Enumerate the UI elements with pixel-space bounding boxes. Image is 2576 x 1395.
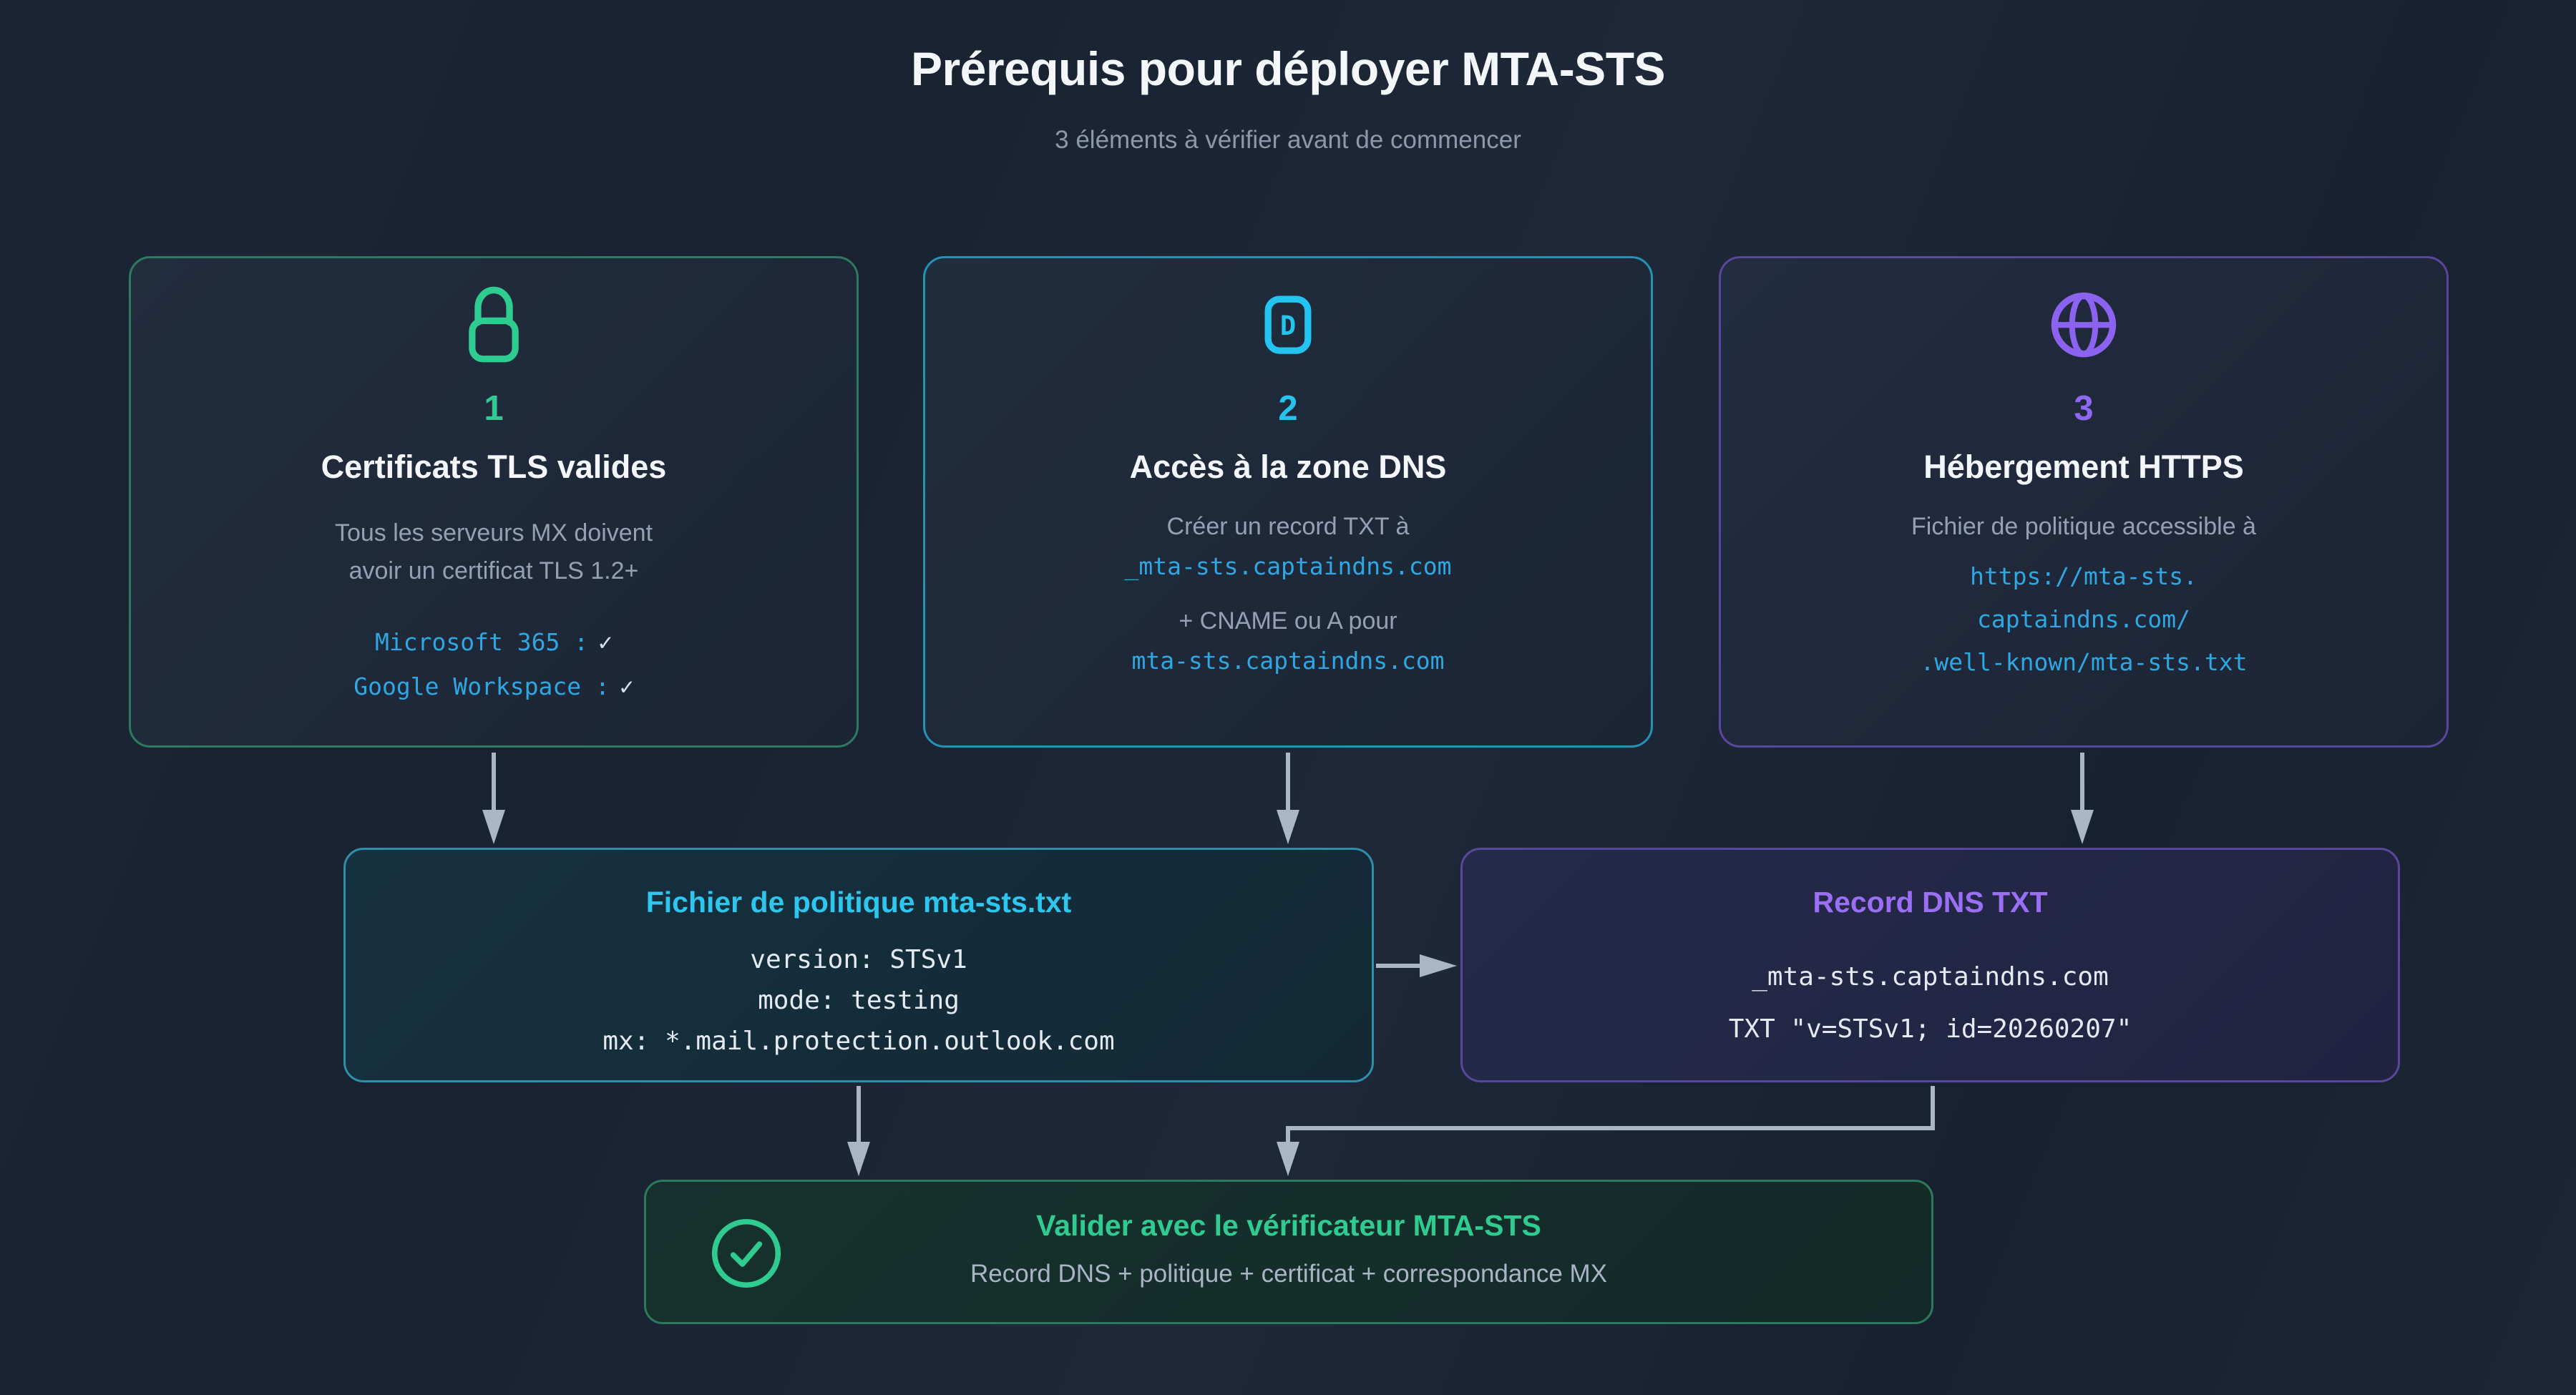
card-https-hosting: 3 Hébergement HTTPS Fichier de politique… — [1719, 256, 2449, 748]
code-line: https://mta-sts. — [1970, 562, 2197, 590]
card-code-block: Microsoft 365 : ✓ Google Workspace : ✓ — [353, 620, 634, 709]
page-title: Prérequis pour déployer MTA-STS — [910, 42, 1666, 95]
dns-icon: D — [1246, 283, 1330, 366]
code-line: .well-known/mta-sts.txt — [1920, 648, 2248, 676]
code-line: captaindns.com/ — [1976, 605, 2190, 633]
code-line: TXT "v=STSv1; id=20260207" — [1728, 1014, 2132, 1044]
card-dns-access: D 2 Accès à la zone DNS Créer un record … — [923, 256, 1653, 748]
card-title: Certificats TLS valides — [321, 449, 667, 485]
lock-icon — [452, 283, 535, 366]
check-glyph: ✓ — [598, 628, 613, 656]
diagram-header: Prérequis pour déployer MTA-STS 3 élémen… — [0, 41, 2576, 155]
card-number: 2 — [1278, 389, 1298, 428]
arrowhead — [847, 1142, 870, 1176]
validation-title: Valider avec le vérificateur MTA-STS — [1036, 1209, 1541, 1242]
card-number: 1 — [484, 389, 504, 428]
arrowhead — [482, 810, 505, 844]
arrowhead — [2071, 810, 2094, 844]
check-circle-icon — [708, 1215, 785, 1296]
arrowhead — [1277, 1142, 1299, 1176]
check-glyph: ✓ — [619, 672, 634, 700]
svg-text:D: D — [1280, 310, 1296, 341]
card-title: Hébergement HTTPS — [1923, 449, 2244, 485]
card-tls-certificates: 1 Certificats TLS valides Tous les serve… — [129, 256, 859, 748]
policy-file-box: Fichier de politique mta-sts.txt version… — [343, 848, 1374, 1082]
code-line: mx: *.mail.protection.outlook.com — [602, 1027, 1115, 1056]
code-line: mta-sts.captaindns.com — [1131, 647, 1445, 675]
arrow-record-to-validation — [1286, 1086, 1935, 1145]
code-line: Google Workspace : ✓ — [353, 665, 634, 709]
card-description: Tous les serveurs MX doivent avoir un ce… — [335, 514, 653, 590]
arrowhead — [1420, 954, 1457, 977]
card-description-line: avoir un certificat TLS 1.2+ — [348, 557, 639, 584]
code-line: mode: testing — [758, 986, 960, 1015]
page-subtitle: 3 éléments à vérifier avant de commencer — [1055, 126, 1521, 154]
code-line: _mta-sts.captaindns.com — [1124, 552, 1452, 580]
code-label: Microsoft 365 : — [375, 628, 589, 656]
card-number: 3 — [2074, 389, 2094, 428]
validation-subtitle: Record DNS + politique + certificat + co… — [970, 1260, 1608, 1288]
globe-icon — [2042, 283, 2125, 366]
dns-txt-record-box: Record DNS TXT _mta-sts.captaindns.com T… — [1460, 848, 2400, 1082]
code-label: Google Workspace : — [353, 672, 610, 700]
card-title: Accès à la zone DNS — [1129, 449, 1447, 485]
policy-box-title: Fichier de politique mta-sts.txt — [645, 886, 1072, 919]
card-description-line: + CNAME ou A pour — [1179, 607, 1397, 635]
arrowhead — [1277, 810, 1299, 844]
card-code-block: https://mta-sts. captaindns.com/ .well-k… — [1921, 555, 2248, 684]
record-box-title: Record DNS TXT — [1813, 886, 2048, 919]
code-line: _mta-sts.captaindns.com — [1752, 962, 2109, 992]
card-description-line: Tous les serveurs MX doivent — [334, 519, 653, 547]
validation-box: Valider avec le vérificateur MTA-STS Rec… — [644, 1180, 1933, 1324]
code-line: Microsoft 365 : ✓ — [353, 620, 634, 665]
code-line: version: STSv1 — [750, 945, 967, 974]
card-description-line: Créer un record TXT à — [1166, 513, 1410, 540]
policy-code-block: version: STSv1 mode: testing mx: *.mail.… — [346, 939, 1372, 1062]
card-description-line: Fichier de politique accessible à — [1911, 513, 2256, 540]
record-code-block: _mta-sts.captaindns.com TXT "v=STSv1; id… — [1463, 951, 2398, 1055]
